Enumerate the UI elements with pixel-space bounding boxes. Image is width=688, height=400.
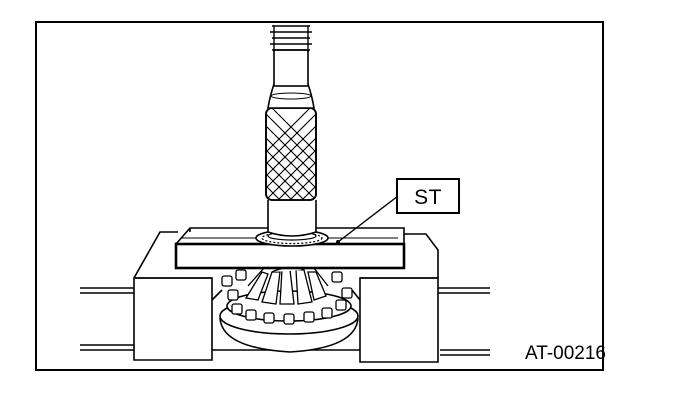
base-rails bbox=[80, 287, 490, 356]
figure-code: AT-00216 bbox=[525, 343, 606, 364]
st-callout-label: ST bbox=[396, 178, 460, 214]
gear-assembly bbox=[219, 266, 359, 353]
callout-leader bbox=[337, 195, 399, 243]
press-shaft bbox=[265, 25, 317, 237]
